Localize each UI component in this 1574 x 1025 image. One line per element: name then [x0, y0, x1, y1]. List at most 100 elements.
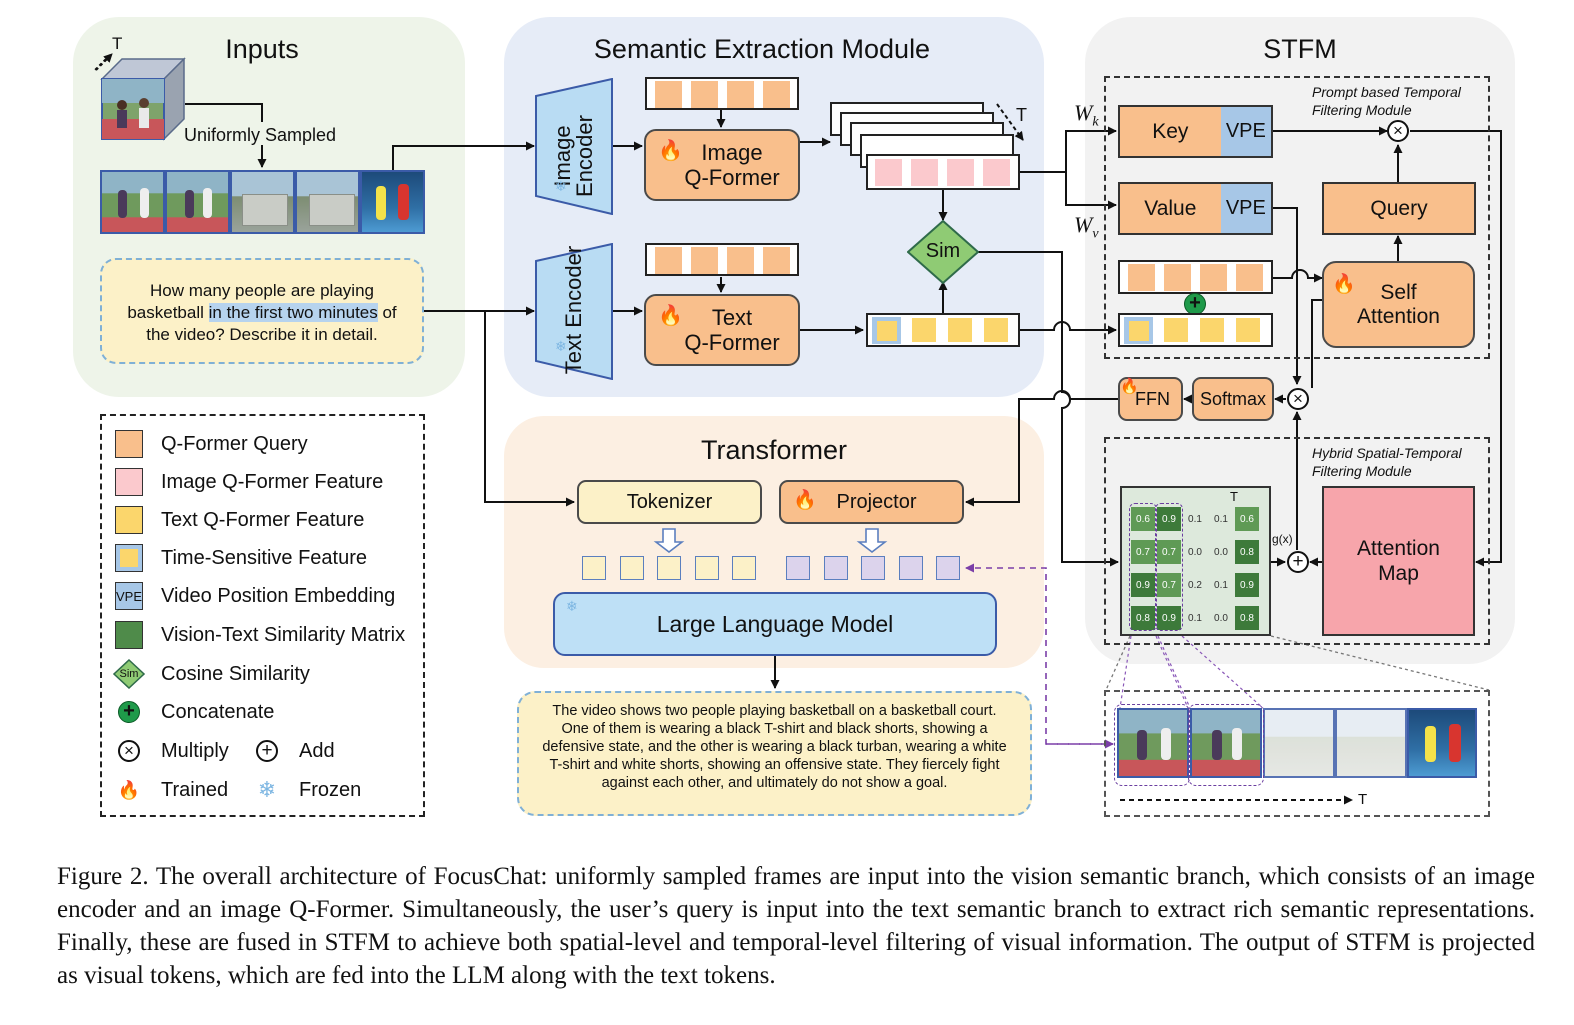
stfm-title: STFM [1263, 34, 1337, 64]
zoom-frame-2 [1190, 708, 1262, 778]
matrix-cell: 0.1 [1209, 507, 1233, 531]
zoom-selection-2 [1188, 704, 1264, 786]
visual-token [898, 556, 923, 580]
fire-icon [793, 488, 817, 512]
sim-matrix-swatch [115, 621, 143, 649]
prompt-temporal-filter-box [1104, 76, 1490, 359]
legend-box [100, 414, 425, 817]
vpe-value: VPE [1220, 184, 1271, 233]
bottom-time-label: T [1358, 791, 1368, 808]
matrix-cell: 0.1 [1183, 606, 1207, 630]
prompt-temporal-filter-title: Prompt based Temporal Filtering Module [1312, 84, 1461, 118]
question-text-end: of the video? Describe it in detail. [146, 303, 397, 344]
qformer-query-swatch [115, 430, 143, 458]
legend-time-feature: Time-Sensitive Feature [115, 542, 367, 574]
legend-text-feature: Text Q-Former Feature [115, 504, 364, 536]
matrix-cell: 0.2 [1183, 573, 1207, 597]
image-feature-stack [830, 102, 1022, 192]
text-token [582, 556, 606, 580]
text-encoder-label: Text Encoder [561, 245, 586, 375]
matrix-cell: 0.7 [1157, 540, 1181, 564]
wk-label: Wk [1074, 100, 1099, 130]
fire-icon [1332, 273, 1356, 297]
snowflake-icon: ❄ [257, 777, 277, 802]
legend-concat: +Concatenate [115, 696, 274, 728]
matrix-column-highlight-1 [1129, 503, 1157, 631]
inputs-title: Inputs [225, 34, 299, 64]
llm-block: Large Language Model [553, 592, 997, 656]
text-token [619, 556, 644, 580]
matrix-cell: 0.9 [1157, 507, 1181, 531]
matrix-column-highlight-2 [1155, 503, 1183, 631]
sim-diamond: Sim [906, 219, 980, 285]
projector-block: Projector [779, 480, 964, 524]
image-encoder: Image Encoder ❄ [535, 77, 613, 216]
multiply-bottom-icon: × [1287, 388, 1309, 410]
frame-zoom-box [1104, 690, 1490, 817]
zoom-selection-1 [1114, 704, 1190, 786]
matrix-cell: 0.0 [1183, 540, 1207, 564]
hybrid-filter-box [1104, 437, 1490, 645]
fire-icon [1120, 377, 1139, 395]
answer-box: The video shows two people playing baske… [517, 691, 1032, 816]
vpe-swatch: VPE [115, 582, 143, 610]
fire-icon [658, 304, 683, 329]
legend-frozen: ❄Frozen [253, 774, 361, 806]
matrix-cell: 0.0 [1209, 540, 1233, 564]
matrix-cell: 0.1 [1183, 507, 1207, 531]
sampled-frame-5 [360, 170, 425, 234]
matrix-time-label: T [1230, 489, 1238, 504]
zoom-frame-1 [1117, 708, 1189, 778]
visual-token [861, 556, 885, 580]
text-encoder: Text Encoder ❄ [535, 242, 613, 381]
text-token [657, 556, 681, 580]
uniformly-sampled-label: Uniformly Sampled [184, 125, 337, 145]
matrix-cell: 0.0 [1209, 606, 1233, 630]
cosine-swatch: Sim [113, 659, 145, 689]
time-feature-swatch [115, 544, 143, 572]
add-icon: + [253, 737, 281, 765]
fire-icon [115, 776, 143, 804]
legend-cosine: Sim Cosine Similarity [113, 658, 310, 690]
stack-time-label: T [1016, 105, 1027, 125]
matrix-cell: 0.1 [1209, 573, 1233, 597]
legend-sim-matrix: Vision-Text Similarity Matrix [115, 619, 405, 651]
key-block: Key VPE [1118, 105, 1273, 158]
snowflake-icon: ❄ [555, 178, 567, 194]
gx-label: g(x) [1272, 532, 1293, 546]
ffn-block: FFN [1118, 377, 1183, 421]
question-text-start: How many people are playing basketball [127, 281, 374, 322]
wv-label: Wv [1074, 212, 1099, 242]
time-label: T [112, 34, 123, 53]
concatenate-icon: + [115, 698, 143, 726]
image-encoder-label: Image Encoder [550, 115, 597, 197]
semantic-module-title: Semantic Extraction Module [593, 34, 931, 64]
value-block: Value VPE [1118, 182, 1273, 235]
matrix-cell: 0.6 [1235, 507, 1259, 531]
legend-add: +Add [253, 735, 335, 767]
multiply-top-icon: × [1387, 120, 1409, 142]
legend-qformer-query: Q-Former Query [115, 428, 308, 460]
video-cube [100, 57, 186, 141]
time-sensitive-tokens [1118, 313, 1273, 347]
legend-multiply: ×Multiply [115, 735, 229, 767]
softmax-block: Softmax [1192, 377, 1274, 421]
matrix-cell: 0.7 [1157, 573, 1181, 597]
visual-token [823, 556, 848, 580]
matrix-cell: 0.6 [1131, 507, 1155, 531]
image-feature-swatch [115, 468, 143, 496]
matrix-cell: 0.7 [1131, 540, 1155, 564]
vpe-key: VPE [1220, 107, 1271, 156]
text-query-tokens [645, 243, 799, 276]
text-token [694, 556, 719, 580]
sampled-frame-2 [165, 170, 230, 234]
legend-trained: Trained [115, 774, 228, 806]
snowflake-icon: ❄ [555, 338, 567, 354]
query-feature-tokens [1118, 260, 1273, 294]
text-feature-tokens [866, 313, 1020, 347]
